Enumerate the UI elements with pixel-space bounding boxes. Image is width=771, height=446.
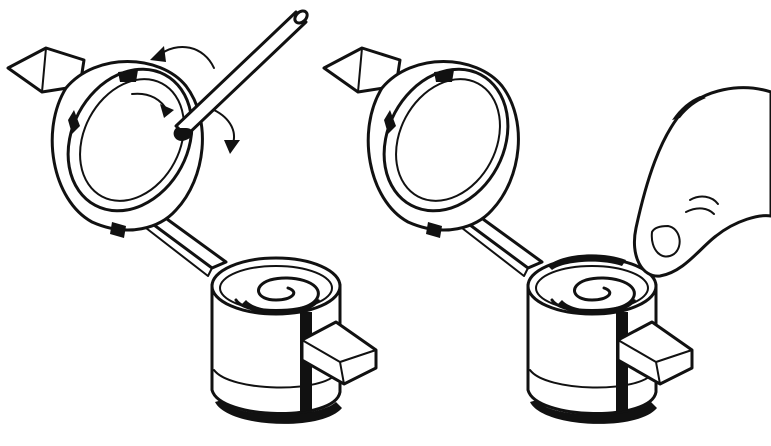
stir-stick-shaft (176, 12, 306, 136)
lid-accent-top-right (434, 70, 454, 82)
panel-right (324, 47, 771, 424)
finger-icon (634, 88, 771, 276)
rotation-arrowhead-bottom (224, 140, 240, 154)
stir-stick-icon (174, 9, 310, 141)
rotation-arrowhead-top (150, 46, 166, 62)
lid-right (324, 47, 532, 238)
lid-accent-top-left (118, 70, 138, 82)
cup-left (212, 258, 376, 414)
panel-left (8, 9, 376, 424)
lid-left (8, 47, 216, 238)
cup-right (528, 254, 692, 413)
rotation-arc-top (158, 47, 214, 68)
